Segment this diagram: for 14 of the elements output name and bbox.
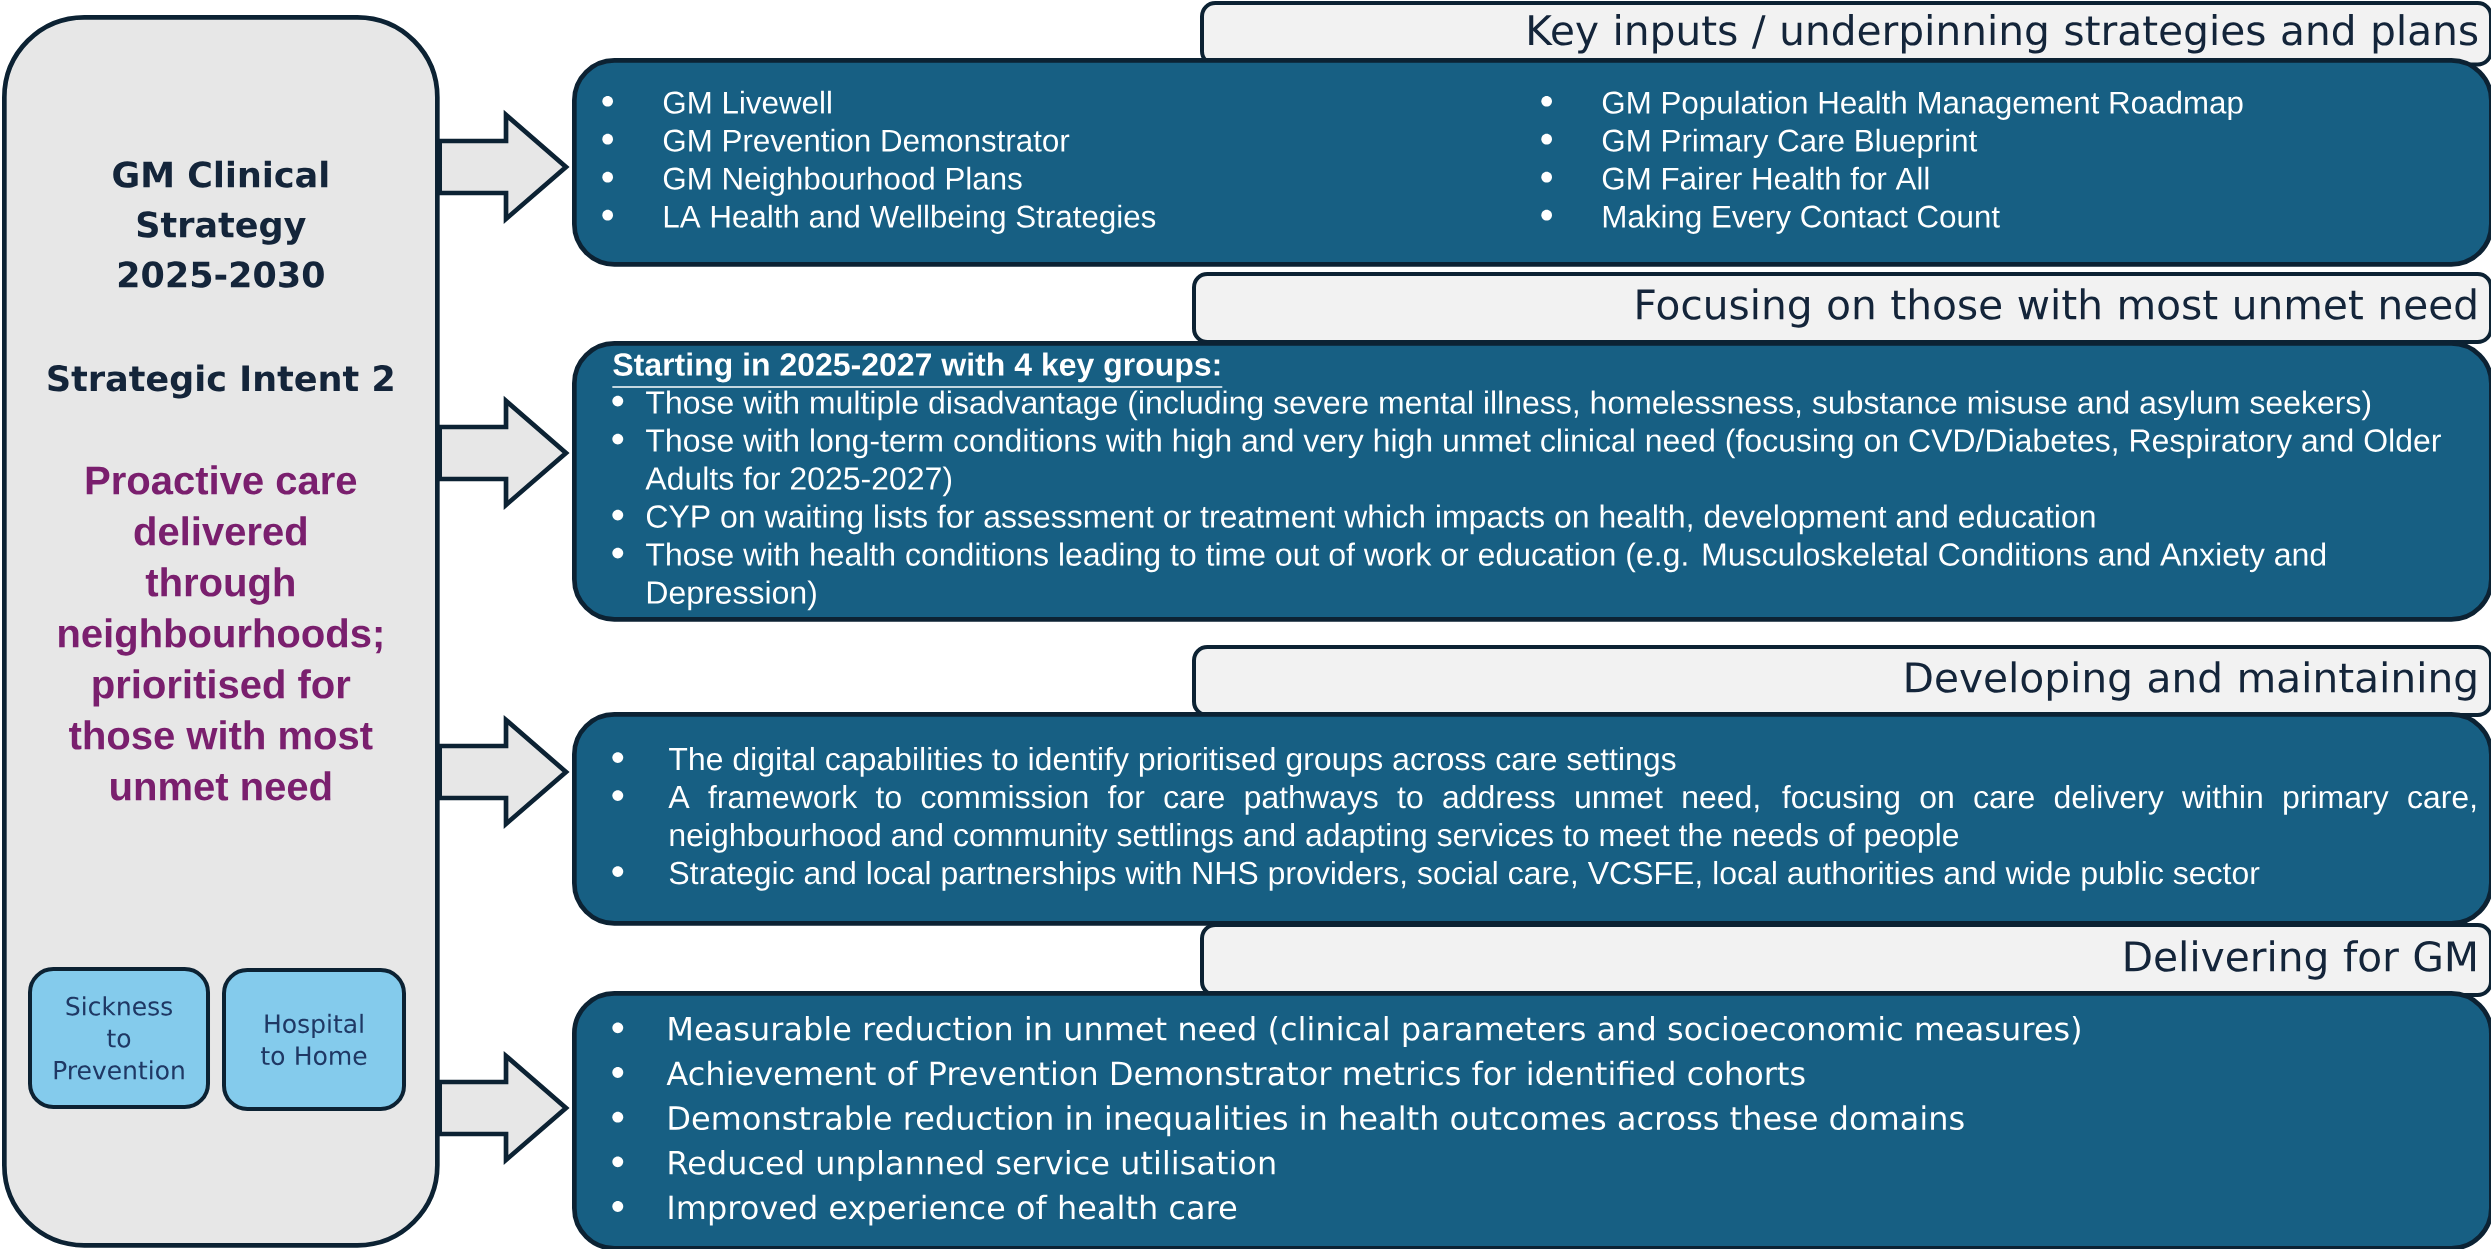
section-tab: Key inputs / underpinning strategies and plans: [1200, 1, 2491, 67]
section-tab: Focusing on those with most unmet need: [1192, 272, 2491, 344]
content-box: The digital capabilities to identify prioritised groups across care settings A framework to commission for care pathways to address unmet need, focusing on care delivery within primary care, neighbourhood and community settlings and adapting services to meet the needs of people Strategic and local partnerships with NHS providers, social care, VCSFE, local authorities and wide public sector: [572, 712, 2491, 926]
content-box: GM Livewell GM Prevention Demonstrator GM Neighbourhood Plans LA Health and Wellbeing Strategies GM Population Health Management Roadmap GM Primary Care Blueprint GM Fairer Health for All Making Every Contact Count: [572, 58, 2491, 267]
theme-box: Hospital to Home: [222, 968, 406, 1111]
section-tab: Developing and maintaining: [1192, 645, 2491, 717]
content-box: Starting in 2025-2027 with 4 key groups: Those with multiple disadvantage (including severe mental illness, homelessness, substance misuse and asylum seekers) Those with long-term conditions with high and very high unmet clinical need (focusing on CVD/Diabetes, Respiratory and Older Adults for 2025-2027) CYP on waiting lists for assessment or treatment which impacts on health, development and education Those with health conditions leading to time out of work or education (e.g. Musculoskeletal Conditions and Anxiety and Depression): [572, 341, 2491, 622]
block-arrow: [437, 395, 570, 511]
section-tab: Delivering for GM: [1200, 923, 2491, 997]
block-arrow: [437, 1050, 570, 1166]
theme-box: Sickness to Prevention: [28, 967, 210, 1109]
content-box: Measurable reduction in unmet need (clinical parameters and socioeconomic measures) Achievement of Prevention Demonstrator metrics for identified cohorts Demonstrable reduction in inequalities in health outcomes across these domains Reduced unplanned service utilisation Improved experience of health care: [572, 991, 2491, 1249]
block-arrow: [437, 714, 570, 830]
block-arrow: [437, 109, 570, 225]
